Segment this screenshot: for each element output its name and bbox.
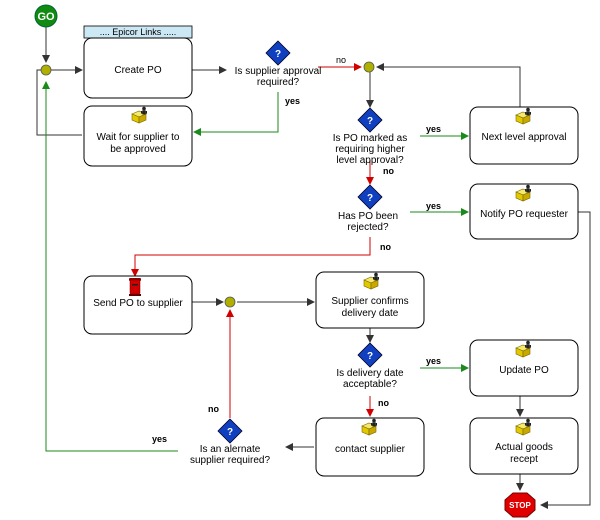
- decision-alternate-supplier[interactable]: ? Is an alernate supplier required?: [190, 418, 270, 466]
- question-mark-icon: ?: [367, 116, 373, 127]
- label-rejected-no: no: [380, 242, 391, 252]
- decision-rejected-label-1: Has PO been: [338, 211, 398, 222]
- task-wait-supplier[interactable]: Wait for supplier to be approved: [83, 105, 193, 167]
- label-alternate-no: no: [208, 404, 219, 414]
- edge-alternate-yes: [42, 81, 178, 452]
- epicor-links-group: .... Epicor Links .....: [83, 25, 193, 39]
- edge-wait-to-junction: [36, 69, 82, 136]
- task-actual-receipt-label-2: recept: [510, 454, 538, 465]
- label-higher-no: no: [383, 166, 394, 176]
- decision-rejected-label-2: rejected?: [347, 222, 389, 233]
- task-contact-supplier-label: contact supplier: [335, 444, 406, 455]
- decision-diamond-icon: [357, 342, 383, 368]
- decision-diamond-icon: [265, 40, 291, 66]
- task-send-po[interactable]: Send PO to supplier: [83, 275, 193, 335]
- task-notify-requester-label: Notify PO requester: [480, 209, 568, 220]
- label-approval-no: no: [336, 55, 346, 65]
- question-mark-icon: ?: [367, 351, 373, 362]
- decision-delivery-label-1: Is delivery date: [336, 368, 404, 379]
- decision-higher-level-label-2: requiring higher: [335, 144, 405, 155]
- junction-approval-merge: [363, 61, 375, 73]
- task-actual-receipt[interactable]: Actual goods recept: [469, 417, 579, 475]
- edge-labels: no yes yes no yes no yes no no yes: [152, 55, 441, 444]
- stop-node[interactable]: STOP: [504, 492, 536, 518]
- label-rejected-yes: yes: [426, 201, 441, 211]
- label-approval-yes: yes: [285, 96, 300, 106]
- task-wait-supplier-label-1: Wait for supplier to: [97, 132, 180, 143]
- question-mark-icon: ?: [227, 427, 233, 438]
- task-send-po-label: Send PO to supplier: [93, 298, 183, 309]
- decision-higher-level-label-1: Is PO marked as: [333, 133, 407, 144]
- decision-diamond-icon: [217, 418, 243, 444]
- decision-higher-level-label-3: level approval?: [336, 155, 404, 166]
- decision-diamond-icon: [357, 184, 383, 210]
- junction-start-merge: [40, 64, 52, 76]
- edge-approval-yes: [193, 92, 279, 136]
- decision-supplier-approval[interactable]: ? Is supplier approval required?: [235, 40, 322, 88]
- decision-supplier-approval-label-2: required?: [257, 77, 300, 88]
- decision-supplier-approval-label-1: Is supplier approval: [235, 66, 322, 77]
- start-label: GO: [37, 11, 55, 23]
- edge-next-level-loop: [376, 63, 521, 107]
- task-actual-receipt-label-1: Actual goods: [495, 442, 553, 453]
- task-supplier-confirms-label-2: delivery date: [342, 308, 399, 319]
- label-delivery-yes: yes: [426, 356, 441, 366]
- decision-delivery-label-2: acceptable?: [343, 379, 397, 390]
- stop-label: STOP: [509, 501, 531, 510]
- decision-rejected[interactable]: ? Has PO been rejected?: [338, 184, 398, 233]
- decision-alternate-label-1: Is an alernate: [200, 444, 261, 455]
- edge-rejected-no: [131, 237, 371, 277]
- start-node[interactable]: GO: [34, 4, 58, 28]
- task-update-po[interactable]: Update PO: [469, 339, 579, 397]
- task-wait-supplier-label-2: be approved: [110, 144, 166, 155]
- task-next-level-approval[interactable]: Next level approval: [469, 106, 579, 165]
- task-update-po-label: Update PO: [499, 365, 549, 376]
- decision-delivery-acceptable[interactable]: ? Is delivery date acceptable?: [336, 342, 404, 390]
- task-create-po[interactable]: Create PO: [83, 37, 193, 99]
- task-notify-requester[interactable]: Notify PO requester: [469, 183, 579, 240]
- decision-diamond-icon: [357, 107, 383, 133]
- task-supplier-confirms-label-1: Supplier confirms: [331, 296, 408, 307]
- mailbox-icon: [129, 278, 141, 296]
- label-higher-yes: yes: [426, 124, 441, 134]
- junction-send-merge: [224, 296, 236, 308]
- decision-alternate-label-2: supplier required?: [190, 455, 270, 466]
- decision-higher-level[interactable]: ? Is PO marked as requiring higher level…: [333, 107, 407, 166]
- task-next-level-label: Next level approval: [481, 132, 566, 143]
- task-supplier-confirms[interactable]: Supplier confirms delivery date: [315, 271, 425, 329]
- group-label: .... Epicor Links .....: [100, 27, 177, 37]
- edges: [36, 27, 591, 509]
- label-alternate-yes: yes: [152, 434, 167, 444]
- edge-notify-to-stop: [540, 211, 591, 509]
- label-delivery-no: no: [378, 398, 389, 408]
- task-create-po-label: Create PO: [114, 65, 161, 76]
- task-contact-supplier[interactable]: contact supplier: [315, 417, 425, 477]
- question-mark-icon: ?: [275, 49, 281, 60]
- question-mark-icon: ?: [367, 193, 373, 204]
